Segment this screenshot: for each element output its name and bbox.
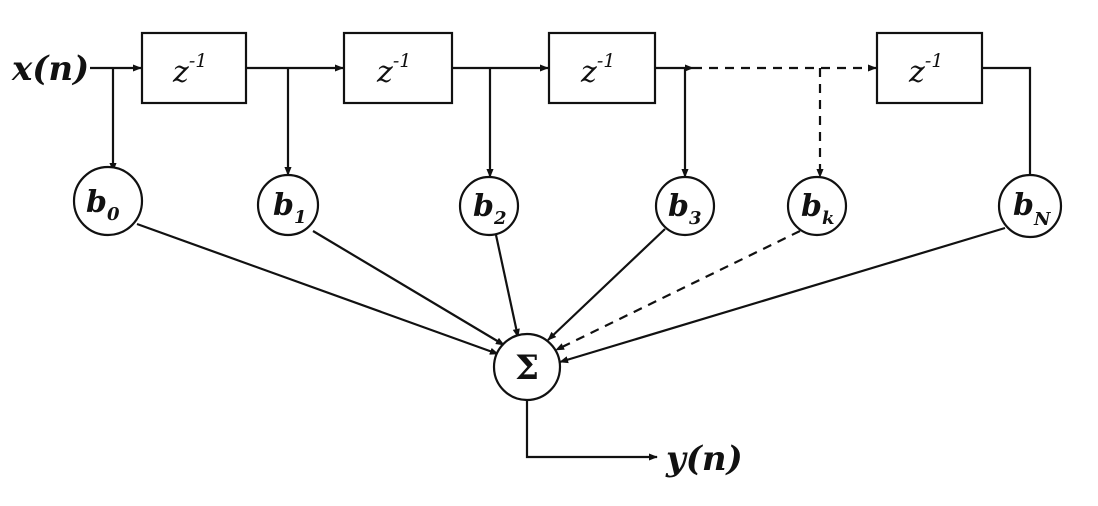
svg-text:z-1: z-1 (172, 50, 207, 90)
svg-text:bN: bN (1013, 188, 1052, 230)
coefficient-b1: b1 (256, 173, 320, 237)
delay-block-4: z-1 (875, 31, 984, 105)
coefficient-b2: b2 (458, 175, 520, 237)
coefficient-bk: bk (786, 175, 848, 237)
svg-text:b0: b0 (86, 185, 120, 225)
coefficient-b0: b0 (72, 165, 144, 237)
output-label: y(n) (665, 439, 743, 479)
svg-text:z-1: z-1 (908, 50, 943, 90)
summer-node: Σ (492, 332, 562, 402)
svg-text:b3: b3 (668, 189, 702, 229)
delay-block-1: z-1 (140, 31, 248, 105)
svg-text:z-1: z-1 (580, 50, 615, 90)
svg-text:b1: b1 (273, 188, 307, 228)
svg-text:bk: bk (801, 189, 834, 229)
delay-block-2: z-1 (342, 31, 454, 105)
tap-lines (109, 68, 824, 178)
input-label: x(n) (11, 49, 89, 89)
output-line (525, 400, 658, 461)
summer-inputs (136, 222, 1006, 364)
delay-block-3: z-1 (547, 31, 657, 105)
svg-text:z-1: z-1 (376, 50, 411, 90)
svg-text:Σ: Σ (515, 348, 539, 388)
coefficient-bN: bN (997, 173, 1063, 239)
delay-line (90, 64, 1034, 196)
coefficient-b3: b3 (654, 175, 716, 237)
svg-text:b2: b2 (473, 189, 507, 229)
